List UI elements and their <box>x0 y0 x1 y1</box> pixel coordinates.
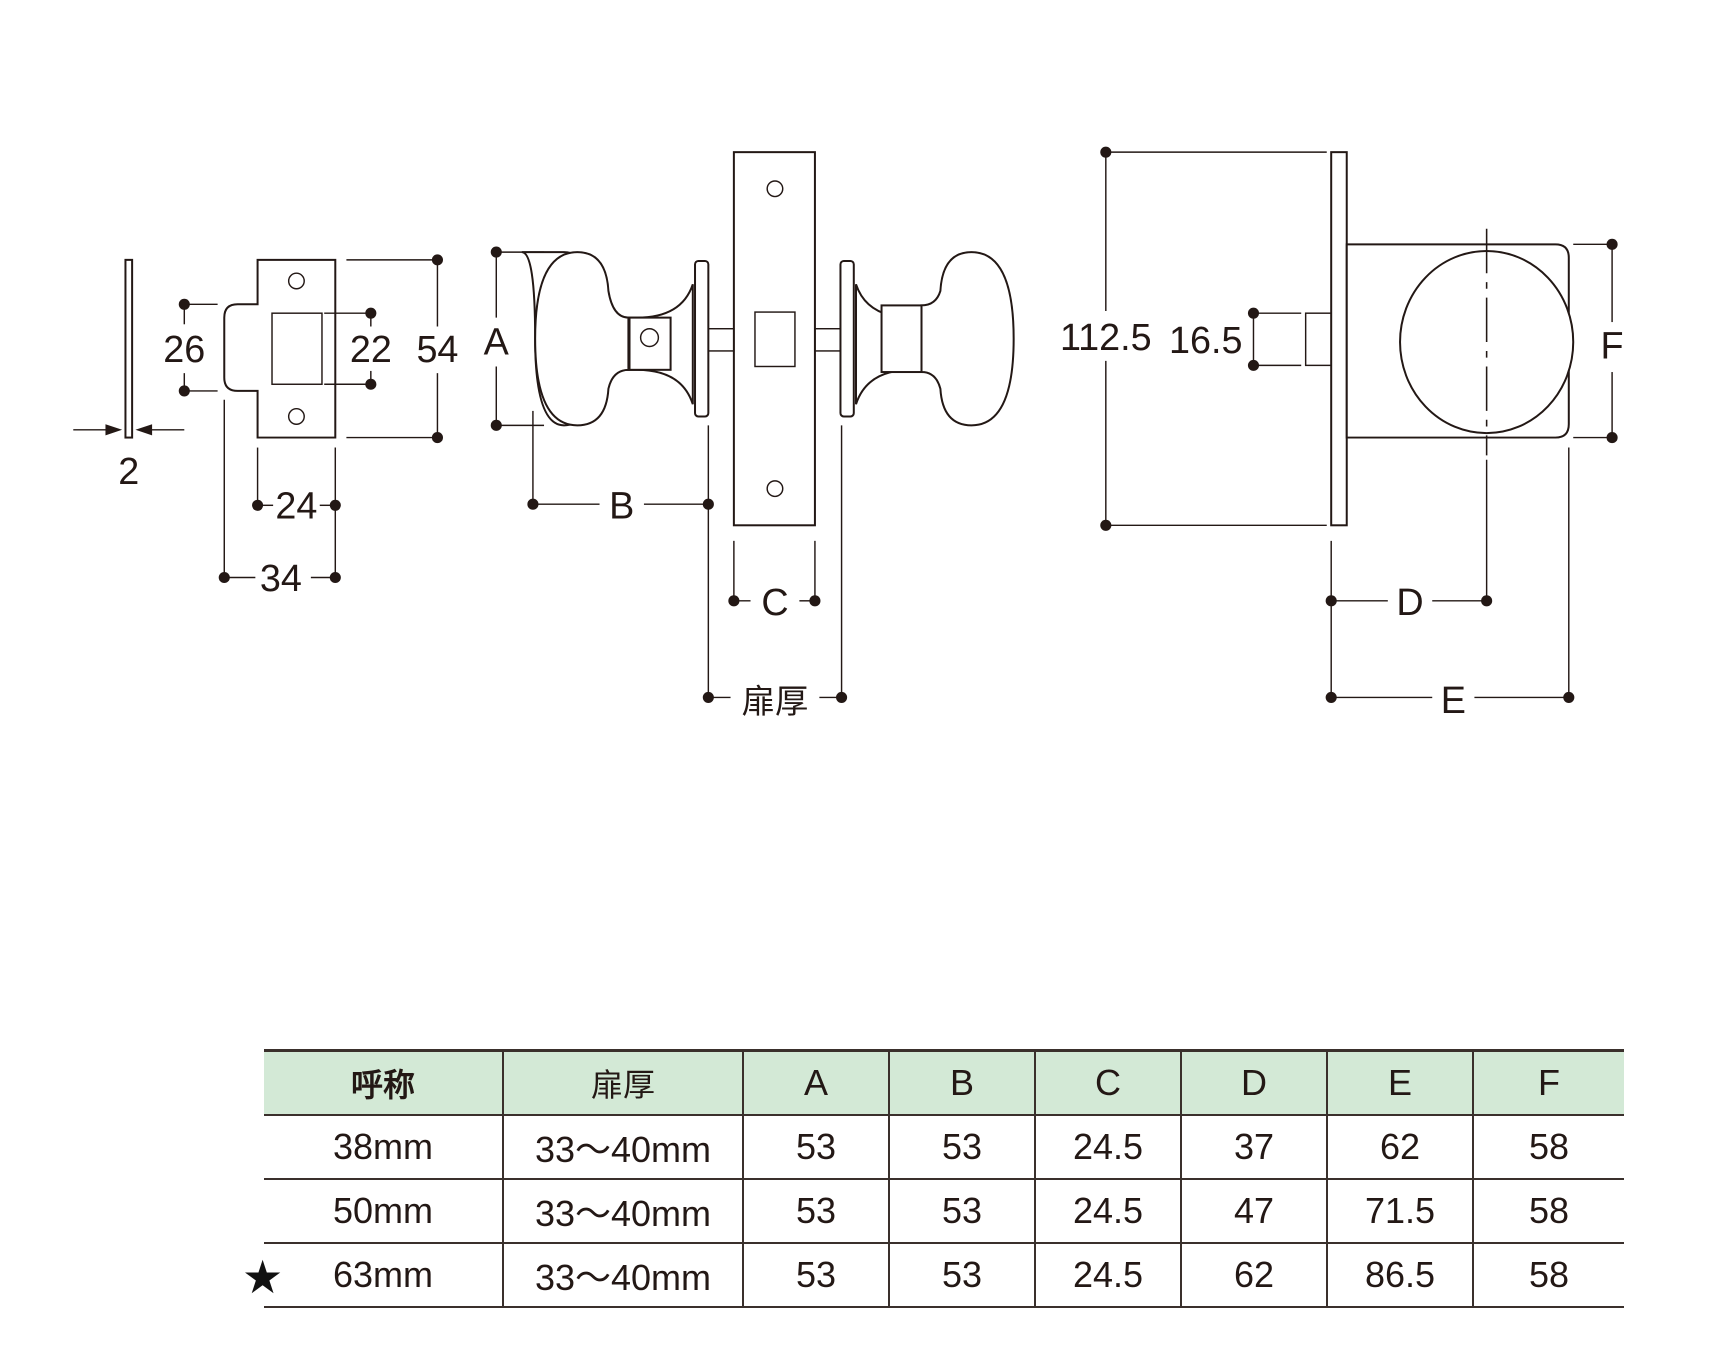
strike-plate <box>223 258 337 439</box>
table-row: 50mm 33〜40mm 53 53 24.5 47 71.5 58 <box>264 1179 1624 1244</box>
dim-label-a: A <box>484 320 510 362</box>
backplate <box>1330 151 1348 527</box>
cell-nominal: 50mm <box>264 1179 503 1244</box>
knob-left <box>521 251 710 427</box>
cell-nominal: 63mm <box>264 1243 503 1308</box>
cell-b: 53 <box>888 1179 1035 1244</box>
cell-b: 53 <box>888 1243 1035 1308</box>
cell-e: 62 <box>1326 1115 1473 1180</box>
cell-e: 86.5 <box>1326 1243 1473 1308</box>
cell-c: 24.5 <box>1034 1115 1181 1180</box>
cell-d: 37 <box>1180 1115 1327 1180</box>
dim-54: 54 <box>416 328 458 370</box>
cell-f: 58 <box>1472 1179 1624 1244</box>
dim-door-thickness: 扉厚 <box>742 682 809 721</box>
table-row: 63mm 33〜40mm 53 53 24.5 62 86.5 58 <box>264 1243 1624 1308</box>
dimension-table: 呼称 扉厚 A B C D E F 38mm 33〜40mm 53 53 24.… <box>264 1049 1624 1308</box>
dim-label-b: B <box>609 485 634 527</box>
screw-hole <box>766 480 784 498</box>
cell-nominal: 38mm <box>264 1115 503 1180</box>
cell-c: 24.5 <box>1034 1179 1181 1244</box>
dim-label-e: E <box>1441 679 1466 721</box>
cell-door-thickness: 33〜40mm <box>502 1179 743 1244</box>
screw-hole <box>287 272 305 290</box>
cell-f: 58 <box>1472 1115 1624 1180</box>
strike-plate-edge-view: 2 <box>73 258 185 492</box>
cell-d: 62 <box>1180 1243 1327 1308</box>
cell-door-thickness: 33〜40mm <box>502 1115 743 1180</box>
table-header-row: 呼称 扉厚 A B C D E F <box>264 1049 1624 1116</box>
dim-34: 34 <box>260 557 302 599</box>
lock-front-view: 112.5 16.5 F D E <box>1060 146 1624 721</box>
dim-22: 22 <box>350 328 392 370</box>
cell-a: 53 <box>742 1243 889 1308</box>
spindle <box>706 328 735 352</box>
header-door-thickness: 扉厚 <box>502 1049 743 1116</box>
cell-a: 53 <box>742 1179 889 1244</box>
arrow-left-icon <box>135 424 153 436</box>
latch <box>1304 312 1332 367</box>
strike-plate-front-view: 26 22 54 24 34 <box>163 254 458 599</box>
dim-thickness: 2 <box>118 450 139 492</box>
cell-c: 24.5 <box>1034 1243 1181 1308</box>
arrow-right-icon <box>105 424 123 436</box>
screw-hole <box>766 180 784 198</box>
dim-26: 26 <box>163 328 205 370</box>
latch-opening <box>271 312 323 385</box>
cell-e: 71.5 <box>1326 1179 1473 1244</box>
header-f: F <box>1472 1049 1624 1116</box>
faceplate <box>732 151 816 527</box>
dim-label-c: C <box>761 581 788 623</box>
dim-24: 24 <box>275 485 317 527</box>
table-row: 38mm 33〜40mm 53 53 24.5 37 62 58 <box>264 1115 1624 1180</box>
header-a: A <box>742 1049 889 1116</box>
cell-d: 47 <box>1180 1179 1327 1244</box>
header-b: B <box>888 1049 1035 1116</box>
lock-side-view: A B C 扉厚 <box>484 151 1015 721</box>
spindle <box>814 328 843 352</box>
dim-16-5: 16.5 <box>1169 319 1242 361</box>
latch-bolt <box>754 311 796 368</box>
knob-right <box>839 251 1015 427</box>
cell-a: 53 <box>742 1115 889 1180</box>
cell-b: 53 <box>888 1115 1035 1180</box>
header-e: E <box>1326 1049 1473 1116</box>
screw-hole <box>287 407 305 425</box>
cell-door-thickness: 33〜40mm <box>502 1243 743 1308</box>
dim-label-f: F <box>1601 325 1624 367</box>
header-nominal: 呼称 <box>264 1049 503 1116</box>
dim-label-d: D <box>1396 581 1423 623</box>
header-c: C <box>1034 1049 1181 1116</box>
header-d: D <box>1180 1049 1327 1116</box>
dim-112-5: 112.5 <box>1060 316 1152 358</box>
plate-edge <box>124 258 134 439</box>
cell-f: 58 <box>1472 1243 1624 1308</box>
